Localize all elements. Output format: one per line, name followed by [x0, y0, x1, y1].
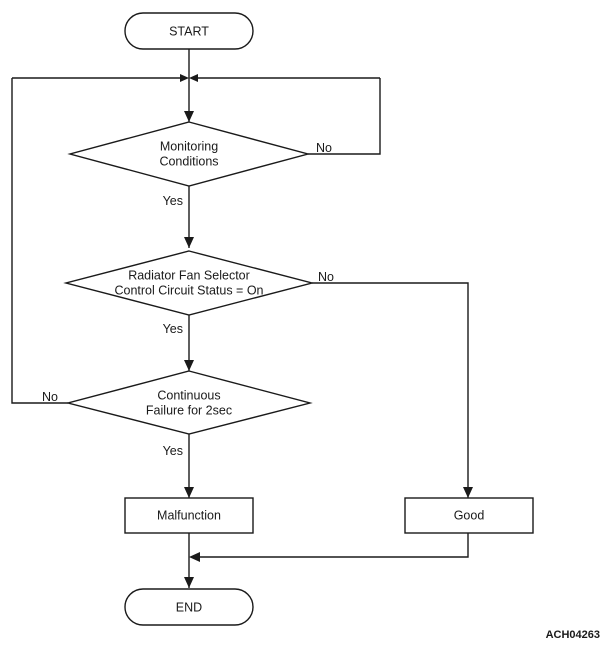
edge-label-continuous-no: No — [42, 390, 58, 404]
node-decision-radiator[interactable]: Radiator Fan Selector Control Circuit St… — [63, 250, 315, 316]
node-end-label: END — [176, 600, 202, 614]
node-end[interactable]: END — [124, 588, 254, 626]
node-decision-monitoring[interactable]: Monitoring Conditions — [67, 121, 311, 187]
node-decision-continuous-line2: Failure for 2sec — [146, 403, 232, 417]
node-malfunction[interactable]: Malfunction — [124, 497, 254, 534]
node-decision-radiator-line2: Control Circuit Status = On — [114, 283, 263, 297]
connector-loop-return-right — [189, 74, 380, 82]
node-decision-monitoring-line1: Monitoring — [160, 139, 218, 153]
connector-radiator-yes — [184, 315, 194, 371]
edge-label-radiator-no: No — [318, 270, 334, 284]
connector-radiator-no — [312, 282, 473, 498]
connector-into-decision-monitoring — [184, 111, 194, 122]
connector-monitoring-no — [308, 78, 381, 155]
edge-label-radiator-yes: Yes — [163, 322, 183, 336]
edge-label-monitoring-yes: Yes — [163, 194, 183, 208]
node-good-label: Good — [454, 508, 485, 522]
edge-label-monitoring-no: No — [316, 141, 332, 155]
connector-continuous-yes — [184, 434, 194, 498]
node-malfunction-label: Malfunction — [157, 508, 221, 522]
node-start-label: START — [169, 24, 209, 38]
node-decision-continuous[interactable]: Continuous Failure for 2sec — [65, 370, 313, 435]
edge-label-continuous-yes: Yes — [163, 444, 183, 458]
figure-code-watermark: ACH04263 — [546, 629, 600, 641]
connector-continuous-no — [11, 78, 68, 404]
connector-good-merge — [189, 533, 469, 562]
connector-loop-return-left — [12, 74, 189, 82]
node-decision-radiator-line1: Radiator Fan Selector — [128, 268, 250, 282]
connector-monitoring-yes — [184, 186, 194, 248]
node-start[interactable]: START — [124, 12, 254, 50]
node-good[interactable]: Good — [404, 497, 534, 534]
node-decision-monitoring-line2: Conditions — [159, 154, 218, 168]
node-decision-continuous-line1: Continuous — [157, 388, 220, 402]
connector-malfunction-to-end — [184, 533, 194, 588]
